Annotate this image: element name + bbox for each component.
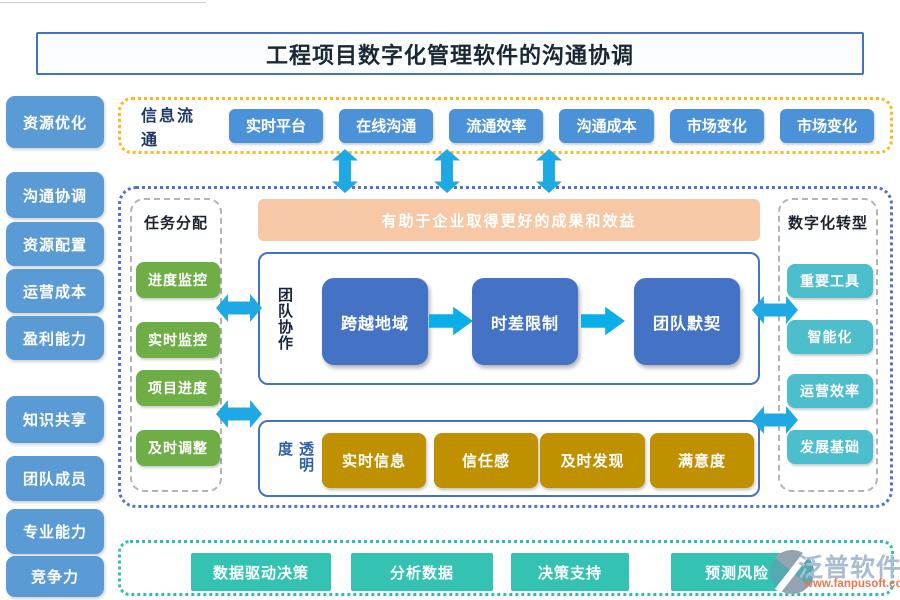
node-intelligence: 智能化 (787, 320, 873, 354)
node-operational-efficiency: 运营效率 (787, 374, 873, 408)
team-collaboration-box: 团队协作 跨越地域 时差限制 团队默契 (258, 252, 760, 385)
transparency-label: 透明度 (276, 440, 314, 473)
node-realtime-platform: 实时平台 (228, 108, 324, 143)
node-realtime-information: 实时信息 (322, 433, 426, 488)
node-online-communication: 在线沟通 (339, 108, 434, 143)
logo-name: 泛普软件 (798, 554, 900, 582)
node-team-rapport: 团队默契 (634, 278, 740, 365)
node-project-progress: 项目进度 (136, 370, 220, 406)
task-allocation-column: 任务分配 进度监控 实时监控 项目进度 及时调整 (130, 198, 222, 492)
node-decision-support: 决策支持 (511, 553, 629, 591)
node-satisfaction: 满意度 (650, 433, 754, 488)
node-timely-discovery: 及时发现 (540, 433, 645, 488)
node-important-tool: 重要工具 (787, 264, 873, 298)
sidebar-item-competitiveness: 竞争力 (6, 556, 104, 597)
vendor-logo: 泛普软件 www.fanpusoft.com (770, 548, 900, 596)
node-progress-monitoring: 进度监控 (136, 262, 220, 298)
node-trust: 信任感 (434, 433, 538, 488)
node-analyze-data: 分析数据 (351, 553, 493, 591)
coordination-group (118, 186, 893, 508)
node-market-change-1: 市场变化 (669, 108, 764, 143)
sidebar-item-communication-coordination: 沟通协调 (6, 172, 104, 218)
sidebar-item-operating-cost: 运营成本 (6, 269, 104, 313)
info-flow-group: 信息流通 实时平台 在线沟通 流通效率 沟通成本 市场变化 市场变化 (118, 97, 893, 154)
team-collaboration-label: 团队协作 (276, 286, 293, 351)
sidebar-item-professional-ability: 专业能力 (6, 509, 104, 554)
logo-icon (770, 550, 814, 594)
sidebar-item-profitability: 盈利能力 (6, 316, 104, 360)
window-edge-line (0, 2, 206, 3)
page-title: 工程项目数字化管理软件的沟通协调 (265, 42, 634, 68)
sidebar-item-resource-optimization: 资源优化 (6, 96, 104, 148)
digital-transformation-label: 数字化转型 (787, 215, 868, 232)
node-development-foundation: 发展基础 (787, 430, 873, 464)
task-allocation-label: 任务分配 (143, 215, 208, 232)
node-data-driven-decision: 数据驱动决策 (191, 553, 331, 591)
digital-transformation-column: 数字化转型 重要工具 智能化 运营效率 发展基础 (778, 198, 878, 492)
sidebar-item-resource-allocation: 资源配置 (6, 222, 104, 266)
info-flow-label: 信息流通 (141, 107, 196, 149)
transparency-box: 透明度 实时信息 信任感 及时发现 满意度 (258, 420, 760, 497)
data-decision-group: 数据驱动决策 分析数据 决策支持 预测风险 (118, 540, 894, 596)
sidebar-item-knowledge-sharing: 知识共享 (6, 396, 104, 443)
flow-arrow-icon (581, 306, 625, 336)
logo-url: www.fanpusoft.com (804, 578, 900, 590)
flow-arrow-icon (429, 306, 473, 336)
node-realtime-monitoring: 实时监控 (136, 322, 220, 358)
node-communication-cost: 沟通成本 (559, 108, 654, 143)
node-timely-adjustment: 及时调整 (136, 430, 220, 466)
sidebar-item-team-members: 团队成员 (6, 456, 104, 501)
node-time-difference: 时差限制 (472, 278, 578, 365)
node-cross-region: 跨越地域 (322, 278, 428, 365)
node-market-change-2: 市场变化 (779, 108, 875, 143)
node-flow-efficiency: 流通效率 (449, 108, 544, 143)
benefit-banner: 有助于企业取得更好的成果和效益 (258, 199, 760, 241)
title-bar: 工程项目数字化管理软件的沟通协调 (36, 32, 864, 75)
